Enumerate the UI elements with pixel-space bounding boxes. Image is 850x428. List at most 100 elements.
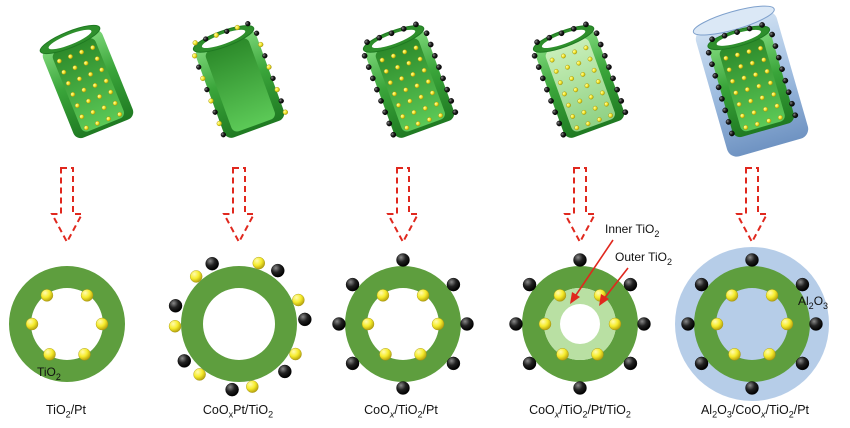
- coox-particle: [203, 36, 209, 42]
- pt-particle: [399, 76, 405, 81]
- pt-particle: [766, 118, 772, 124]
- pt-particle: [74, 103, 80, 108]
- pt-particle: [425, 79, 431, 85]
- coox-particle: [623, 356, 638, 371]
- pt-particle: [25, 317, 39, 331]
- tube-body: [692, 5, 809, 157]
- pt-particle: [43, 348, 56, 361]
- pt-particle: [392, 91, 397, 97]
- pt-particle: [413, 45, 419, 51]
- pt-particle: [88, 71, 93, 77]
- tio2-ring: [522, 266, 638, 382]
- pt-particle: [79, 49, 84, 55]
- pt-particle: [562, 91, 567, 97]
- pt-particle: [573, 87, 579, 93]
- coox-particle: [423, 30, 430, 37]
- pt-particle: [414, 83, 420, 89]
- coox-particle: [245, 21, 251, 27]
- pt-particle: [403, 87, 409, 93]
- pt-particle: [234, 24, 240, 31]
- pt-particle: [395, 64, 400, 70]
- down-arrow-icon: [563, 167, 597, 245]
- coox-particle: [345, 356, 360, 371]
- pt-particle: [565, 64, 570, 70]
- pt-particle: [426, 117, 432, 122]
- pt-particle: [741, 75, 747, 81]
- pt-particle: [77, 76, 82, 82]
- pt-particle: [192, 40, 198, 46]
- coox-particle: [610, 75, 616, 82]
- pt-particle: [556, 348, 569, 361]
- al2o3-label: Al2O3: [798, 294, 828, 311]
- coox-particle: [446, 277, 461, 292]
- pt-particle: [70, 92, 76, 97]
- tio2-ring: [345, 266, 461, 382]
- coox-particle: [298, 312, 312, 327]
- tio2-ring: [9, 266, 125, 382]
- pt-particle: [282, 109, 288, 115]
- pt-particle: [553, 68, 559, 74]
- pt-particle: [723, 55, 729, 61]
- pt-particle: [566, 102, 571, 108]
- pt-particle: [710, 317, 724, 331]
- coox-particle: [509, 317, 523, 331]
- inner-channel: [375, 38, 445, 132]
- pt-particle: [40, 289, 54, 302]
- coox-particle: [378, 98, 384, 104]
- pt-particle: [189, 270, 203, 283]
- pt-particle: [549, 57, 555, 63]
- coox-particle: [722, 107, 729, 114]
- coox-particle: [374, 86, 380, 93]
- pt-particle: [749, 60, 755, 66]
- coox-particle: [396, 253, 410, 267]
- down-arrow-icon: [50, 167, 84, 245]
- pt-particle: [246, 380, 259, 393]
- tio2-ring-label: TiO2: [37, 365, 61, 382]
- coox-particle: [552, 109, 558, 116]
- caption-coox-pt-tio2: CoOxPt/TiO2: [202, 403, 274, 420]
- pt-particle: [274, 87, 280, 93]
- coox-particle: [782, 77, 789, 84]
- down-arrow-icon: [386, 167, 420, 245]
- coox-particle: [622, 109, 629, 115]
- coox-particle: [535, 64, 542, 70]
- coox-particle: [548, 98, 554, 104]
- inner-tio2-label: Inner TiO2: [605, 222, 659, 239]
- nanotube-coox-pt-tio2: [192, 21, 288, 138]
- coox-particle: [262, 53, 268, 59]
- pt-particle: [391, 53, 396, 59]
- coox-particle: [364, 39, 370, 45]
- coox-particle: [772, 43, 779, 49]
- inner-channel: [205, 38, 275, 132]
- coox-particle: [602, 52, 608, 59]
- pt-particle: [78, 348, 91, 361]
- pt-particle: [90, 109, 96, 115]
- pt-particle: [557, 80, 563, 86]
- pt-particle: [72, 65, 78, 71]
- nanotube-coox-tio2-pt-tio2: [531, 21, 629, 138]
- outer-tio2-pointer: [599, 267, 629, 306]
- coox-particle: [254, 30, 260, 36]
- pt-particle: [379, 57, 385, 63]
- coox-particle: [205, 257, 219, 271]
- cross-section-coox-tio2-pt: [332, 253, 474, 395]
- coox-particle: [694, 356, 709, 371]
- coox-particle: [709, 36, 715, 43]
- pt-particle: [743, 125, 749, 130]
- pt-particle: [410, 72, 416, 77]
- coox-particle: [745, 381, 759, 395]
- pt-particle: [431, 317, 445, 331]
- coox-particle: [606, 64, 612, 70]
- pt-particle: [759, 95, 765, 101]
- pt-particle: [774, 103, 780, 109]
- coox-particle: [531, 53, 538, 59]
- pt-particle: [65, 80, 71, 86]
- coox-particle: [712, 72, 719, 79]
- pt-particle: [79, 114, 85, 120]
- coox-particle: [560, 131, 567, 138]
- tube-opening: [371, 29, 416, 49]
- pt-particle: [258, 41, 264, 48]
- cross-section-coox-pt-tio2: [168, 256, 312, 397]
- pt-particle: [581, 109, 587, 115]
- coox-particle: [427, 41, 434, 48]
